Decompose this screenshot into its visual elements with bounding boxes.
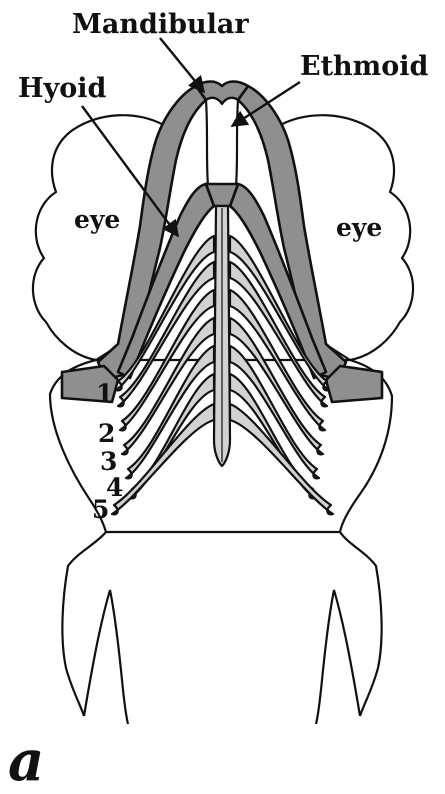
arch-number-1: 1: [96, 379, 113, 408]
label-eye-left: eye: [74, 205, 120, 234]
arch-number-2: 2: [98, 419, 115, 448]
label-eye-right: eye: [336, 213, 382, 242]
label-mandibular: Mandibular: [72, 9, 249, 40]
tail-outline: [62, 532, 381, 724]
ethmoid-cartilage: [206, 98, 238, 186]
quadrate-right: [326, 366, 382, 402]
label-hyoid: Hyoid: [18, 73, 106, 104]
panel-letter: a: [8, 728, 44, 794]
arch-number-3: 3: [100, 447, 117, 476]
mandibular-arrow: [160, 38, 204, 92]
label-ethmoid: Ethmoid: [300, 51, 429, 82]
arch-number-5: 5: [92, 495, 109, 524]
